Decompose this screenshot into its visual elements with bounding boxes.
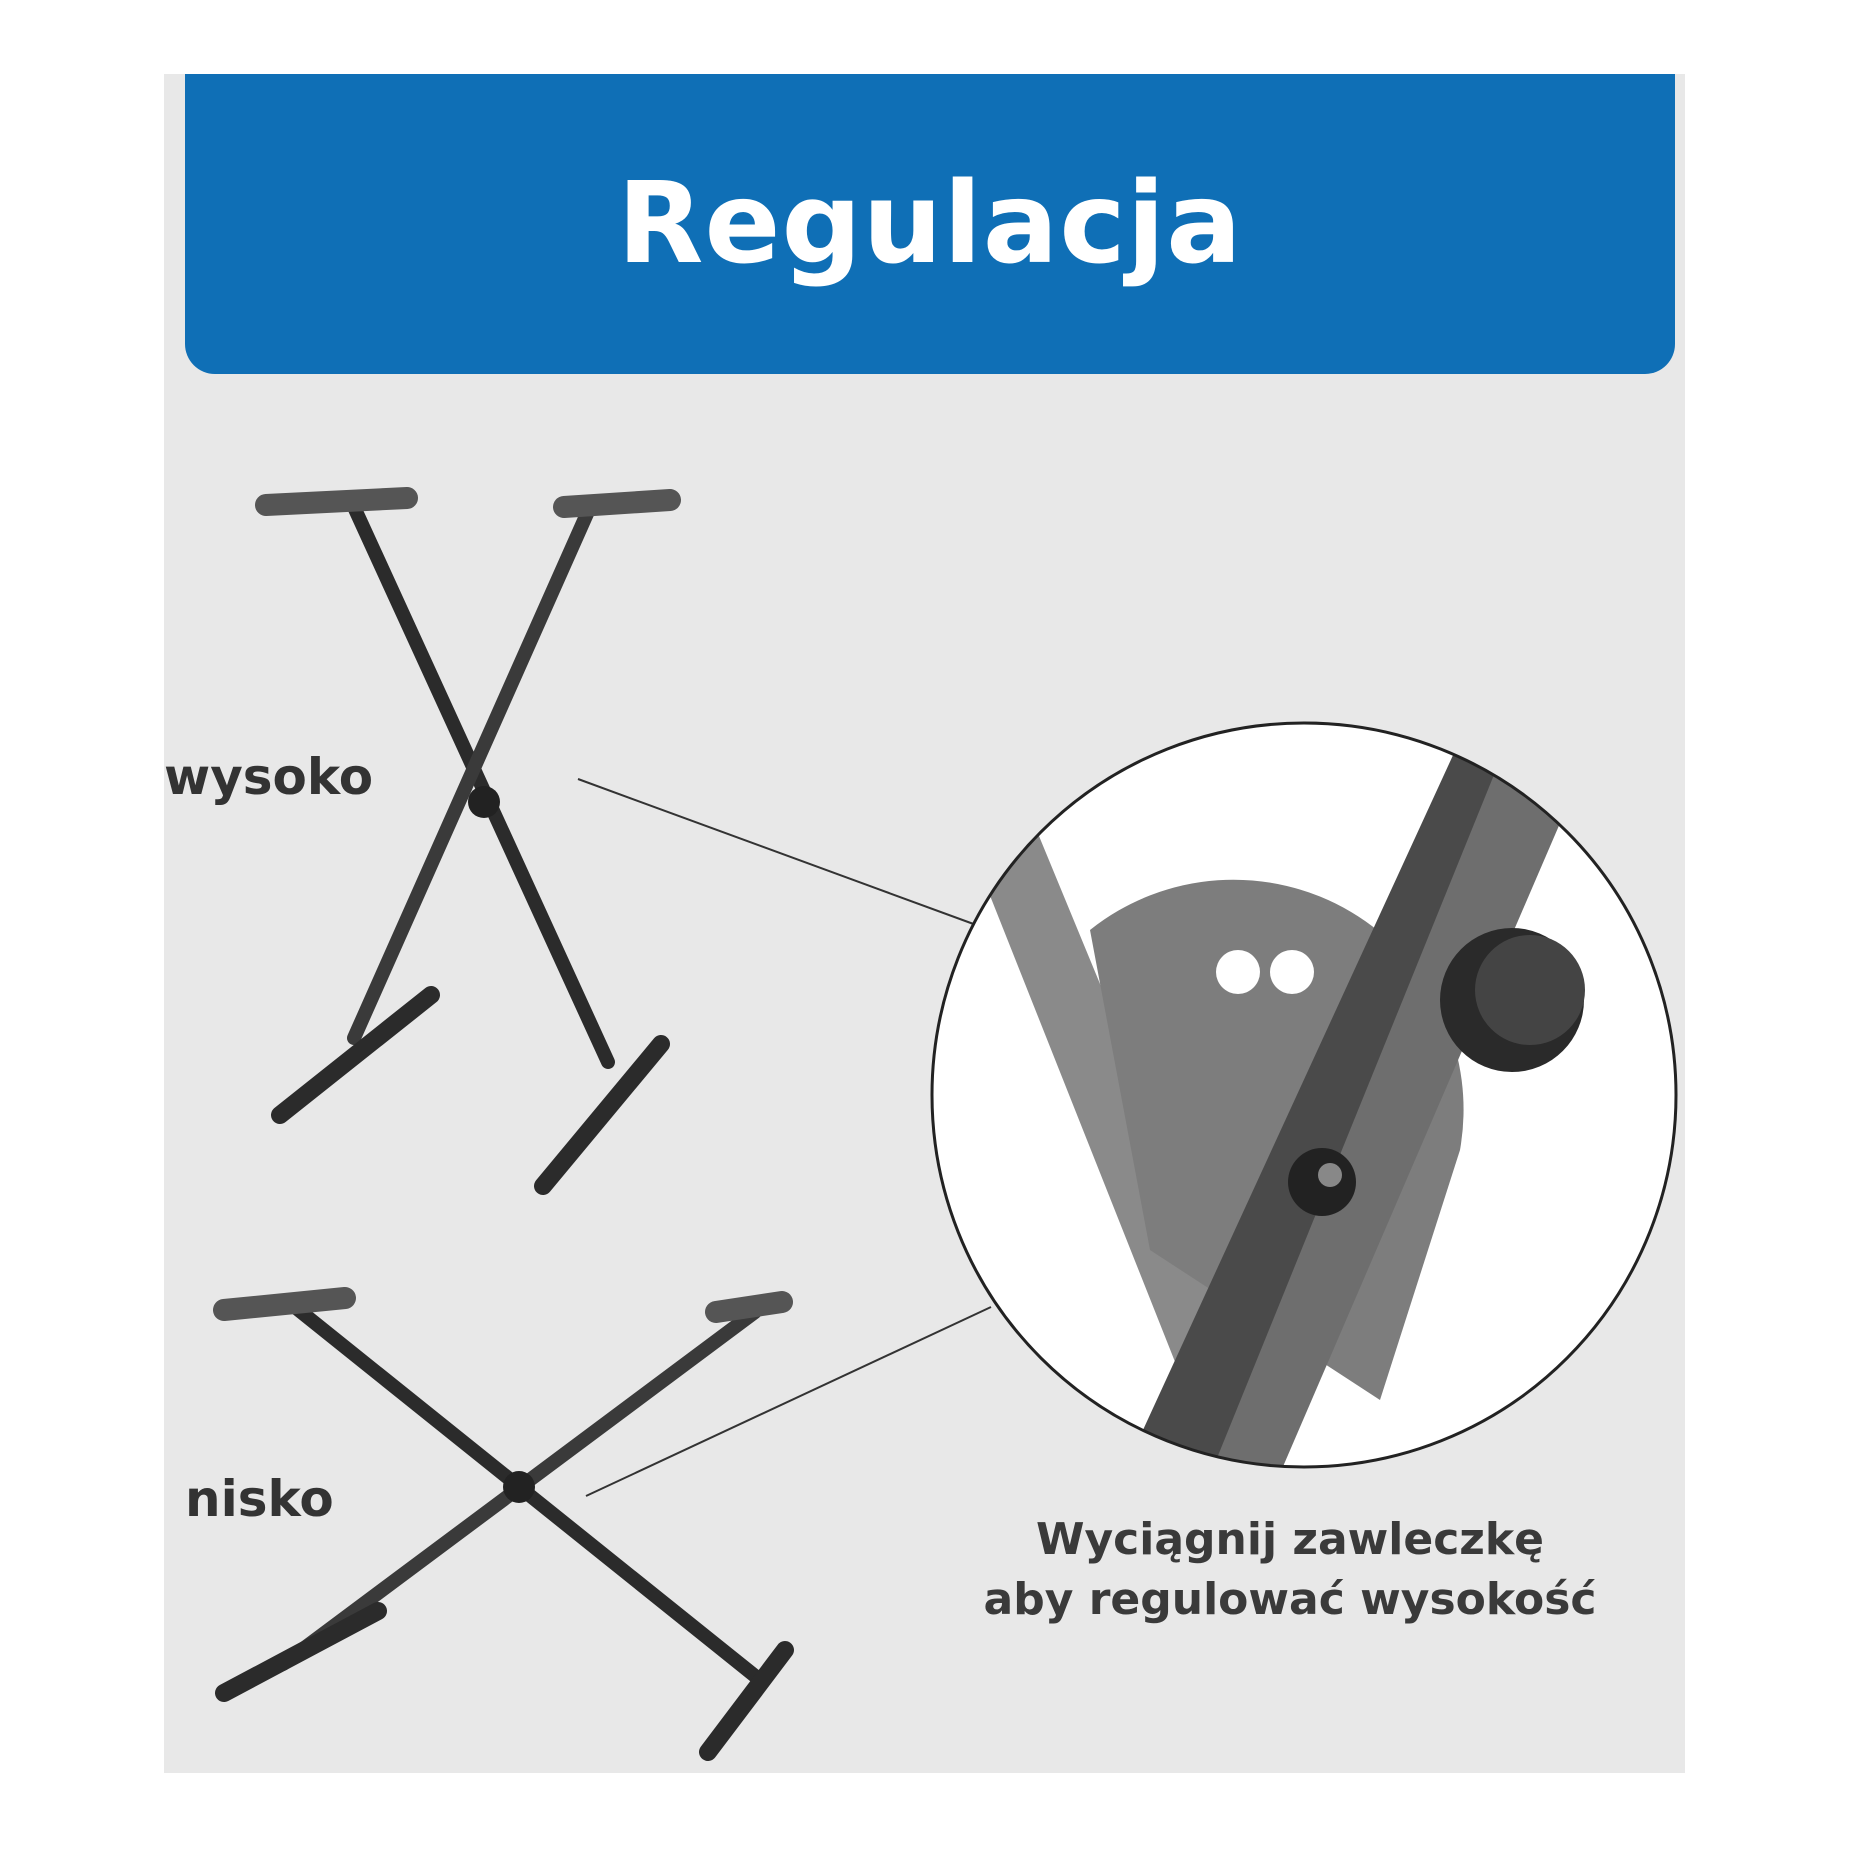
title-banner: Regulacja	[185, 74, 1675, 374]
stand-low-image	[213, 1287, 794, 1761]
label-low: nisko	[185, 1470, 334, 1528]
zoom-detail-circle	[930, 721, 1678, 1469]
pointer-line-low	[585, 1306, 992, 1497]
page-title: Regulacja	[617, 159, 1243, 289]
caption-line-1: Wyciągnij zawleczkę	[1035, 1514, 1545, 1565]
caption-line-2: aby regulować wysokość	[983, 1574, 1597, 1625]
stand-high-image	[255, 487, 681, 1195]
pointer-line-high	[577, 778, 980, 927]
instruction-caption: Wyciągnij zawleczkę aby regulować wysoko…	[900, 1510, 1680, 1630]
label-high: wysoko	[164, 748, 374, 806]
